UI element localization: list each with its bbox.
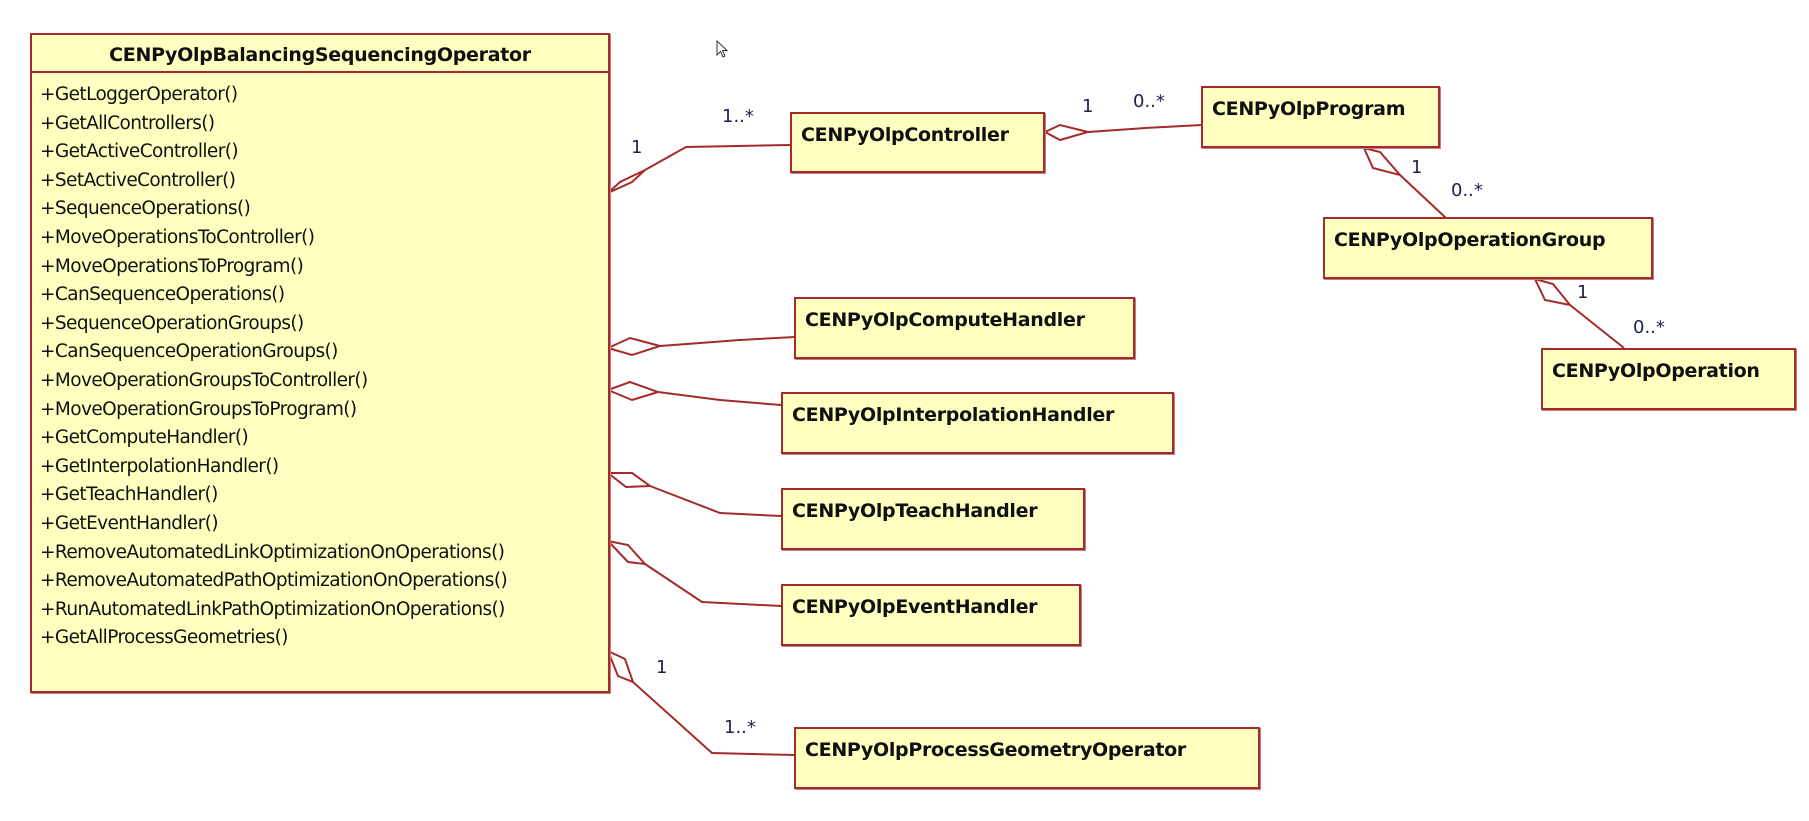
class-name: CENPyOlpOperationGroup: [1334, 229, 1606, 251]
class-operation-group[interactable]: CENPyOlpOperationGroup: [1323, 217, 1653, 279]
aggregation-diamond-operation: [1533, 277, 1573, 307]
class-name: CENPyOlpBalancingSequencingOperator: [32, 35, 608, 73]
method-item: +SequenceOperationGroups(): [40, 312, 304, 334]
method-item: +GetEventHandler(): [40, 512, 219, 534]
method-item: +RemoveAutomatedLinkOptimizationOnOperat…: [40, 541, 505, 563]
method-item: +GetAllControllers(): [40, 112, 215, 134]
link-controller-program: [1087, 124, 1203, 133]
class-interpolation-handler[interactable]: CENPyOlpInterpolationHandler: [781, 392, 1174, 454]
method-item: +CanSequenceOperations(): [40, 284, 285, 306]
link-main-controller: [644, 144, 791, 171]
class-process-geometry-operator[interactable]: CENPyOlpProcessGeometryOperator: [794, 727, 1260, 789]
method-item: +CanSequenceOperationGroups(): [40, 341, 338, 363]
mult-main-geometry-source: 1: [656, 657, 668, 678]
method-item: +MoveOperationGroupsToController(): [40, 369, 368, 391]
mult-controller-program-source: 1: [1082, 96, 1094, 117]
mult-main-geometry-target: 1..*: [724, 717, 756, 738]
mult-group-operation-source: 1: [1577, 282, 1589, 303]
class-name: CENPyOlpInterpolationHandler: [792, 404, 1115, 426]
method-item: +RunAutomatedLinkPathOptimizationOnOpera…: [40, 598, 505, 620]
link-main-event: [644, 563, 782, 607]
mult-group-operation-target: 0..*: [1633, 317, 1665, 338]
method-item: +GetLoggerOperator(): [40, 84, 238, 105]
link-main-teach: [649, 485, 782, 517]
class-name: CENPyOlpComputeHandler: [805, 309, 1085, 331]
mult-main-controller-target: 1..*: [722, 106, 754, 127]
method-item: +RemoveAutomatedPathOptimizationOnOperat…: [40, 570, 508, 592]
class-teach-handler[interactable]: CENPyOlpTeachHandler: [781, 488, 1085, 550]
link-main-process-geometry: [632, 681, 796, 756]
aggregation-diamond-event: [605, 539, 648, 566]
mult-program-group-target: 0..*: [1451, 180, 1483, 201]
method-item: +SequenceOperations(): [40, 198, 251, 220]
mult-program-group-source: 1: [1411, 157, 1423, 178]
method-item: +GetAllProcessGeometries(): [40, 627, 288, 649]
link-program-operation-group: [1399, 174, 1447, 219]
method-item: +GetInterpolationHandler(): [40, 455, 279, 477]
method-item: +GetActiveController(): [40, 141, 239, 163]
class-balancing-sequencing-operator[interactable]: CENPyOlpBalancingSequencingOperator +Get…: [30, 33, 610, 693]
method-item: +GetComputeHandler(): [40, 427, 249, 449]
method-item: +MoveOperationsToProgram(): [40, 255, 304, 277]
aggregation-diamond-controller: [607, 169, 646, 194]
class-controller[interactable]: CENPyOlpController: [790, 112, 1045, 173]
class-name: CENPyOlpController: [801, 124, 1009, 146]
class-event-handler[interactable]: CENPyOlpEventHandler: [781, 584, 1081, 646]
class-name: CENPyOlpProgram: [1212, 98, 1406, 120]
method-item: +MoveOperationsToController(): [40, 226, 315, 248]
mouse-cursor-icon: [716, 40, 729, 58]
class-name: CENPyOlpEventHandler: [792, 596, 1038, 618]
mult-controller-program-target: 0..*: [1133, 91, 1165, 112]
class-name: CENPyOlpProcessGeometryOperator: [805, 739, 1186, 761]
class-operation[interactable]: CENPyOlpOperation: [1541, 348, 1796, 410]
method-item: +MoveOperationGroupsToProgram(): [40, 398, 357, 420]
aggregation-diamond-program: [1042, 123, 1092, 142]
aggregation-diamond-interpolation: [605, 380, 662, 402]
method-item: +GetTeachHandler(): [40, 484, 218, 506]
aggregation-diamond-teach: [605, 472, 653, 489]
link-main-compute: [659, 336, 796, 347]
aggregation-diamond-process-geometry: [606, 649, 635, 684]
method-list: +GetLoggerOperator() +GetAllControllers(…: [32, 73, 608, 653]
class-name: CENPyOlpOperation: [1552, 360, 1760, 382]
aggregation-diamond-operation-group: [1362, 146, 1403, 177]
class-name: CENPyOlpTeachHandler: [792, 500, 1038, 522]
aggregation-diamond-compute: [605, 336, 664, 357]
link-main-interpolation: [657, 391, 782, 406]
method-item: +SetActiveController(): [40, 169, 236, 191]
class-program[interactable]: CENPyOlpProgram: [1201, 86, 1440, 148]
link-operation-group-operation: [1569, 304, 1625, 349]
class-compute-handler[interactable]: CENPyOlpComputeHandler: [794, 297, 1135, 359]
mult-main-controller-source: 1: [631, 137, 643, 158]
